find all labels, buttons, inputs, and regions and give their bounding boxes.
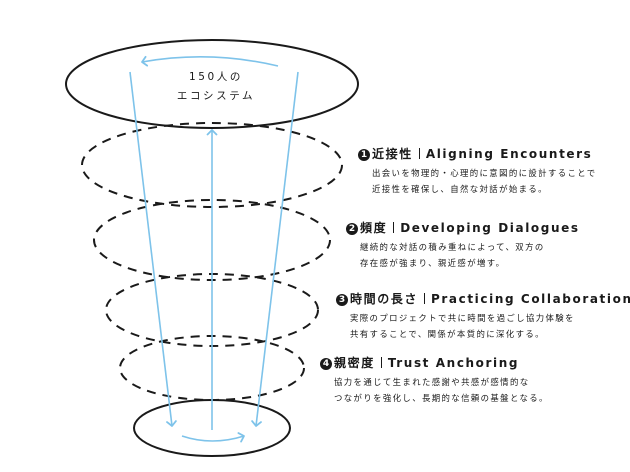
stage-title-en: Practicing Collaboration bbox=[431, 292, 630, 306]
stage-description-line: 出会いを物理的・心理的に意図的に設計することで bbox=[372, 168, 597, 178]
stage-title-ja: 頻度 bbox=[360, 221, 388, 235]
stage-description-line: 共有することで、関係が本質的に深化する。 bbox=[350, 329, 545, 339]
stage-number-badge: 1 bbox=[358, 149, 370, 161]
title-separator bbox=[393, 222, 395, 233]
stage-description-line: つながりを強化し、長期的な信頼の基盤となる。 bbox=[334, 393, 549, 403]
stage-title-ja: 近接性 bbox=[372, 147, 413, 161]
stage-description-line: 近接性を確保し、自然な対話が始まる。 bbox=[372, 184, 548, 194]
stage-description: 協力を通じて生まれた感謝や共感が感情的な つながりを強化し、長期的な信頼の基盤と… bbox=[334, 374, 549, 406]
ecosystem-ellipse bbox=[65, 39, 359, 129]
stage-description-line: 実際のプロジェクトで共に時間を過ごし協力体験を bbox=[350, 313, 575, 323]
stage-title-en: Aligning Encounters bbox=[425, 147, 593, 161]
stage-description: 継続的な対話の積み重ねによって、双方の 存在感が強まり、親近感が増す。 bbox=[360, 239, 580, 271]
stage-description-line: 継続的な対話の積み重ねによって、双方の bbox=[360, 242, 545, 252]
bottom-circulation-arrow bbox=[181, 432, 245, 443]
right-descending-arrow bbox=[251, 71, 299, 427]
stage-number-badge: 4 bbox=[320, 358, 332, 370]
ecosystem-label-line-2: エコシステム bbox=[176, 90, 256, 102]
stage-description-line: 協力を通じて生まれた感謝や共感が感情的な bbox=[334, 377, 530, 387]
stage-title-ja: 親密度 bbox=[334, 356, 375, 370]
left-descending-arrow bbox=[129, 71, 177, 427]
ecosystem-label: 150人の エコシステム bbox=[156, 68, 276, 106]
stage-number-badge: 3 bbox=[336, 294, 348, 306]
title-separator bbox=[418, 148, 420, 159]
stage-title-en: Trust Anchoring bbox=[387, 356, 520, 370]
top-circulation-arrow bbox=[141, 55, 279, 67]
stage-description: 実際のプロジェクトで共に時間を過ごし協力体験を 共有することで、関係が本質的に深… bbox=[350, 310, 630, 342]
stage-title-en: Developing Dialogues bbox=[400, 221, 580, 235]
stage-number-badge: 2 bbox=[346, 223, 358, 235]
title-separator bbox=[380, 357, 382, 368]
stage-description-line: 存在感が強まり、親近感が増す。 bbox=[360, 258, 506, 268]
ecosystem-label-line-1: 150人の bbox=[188, 71, 244, 83]
stage-description: 出会いを物理的・心理的に意図的に設計することで 近接性を確保し、自然な対話が始ま… bbox=[372, 165, 597, 197]
stage-title-ja: 時間の長さ bbox=[350, 292, 419, 306]
title-separator bbox=[424, 293, 426, 304]
